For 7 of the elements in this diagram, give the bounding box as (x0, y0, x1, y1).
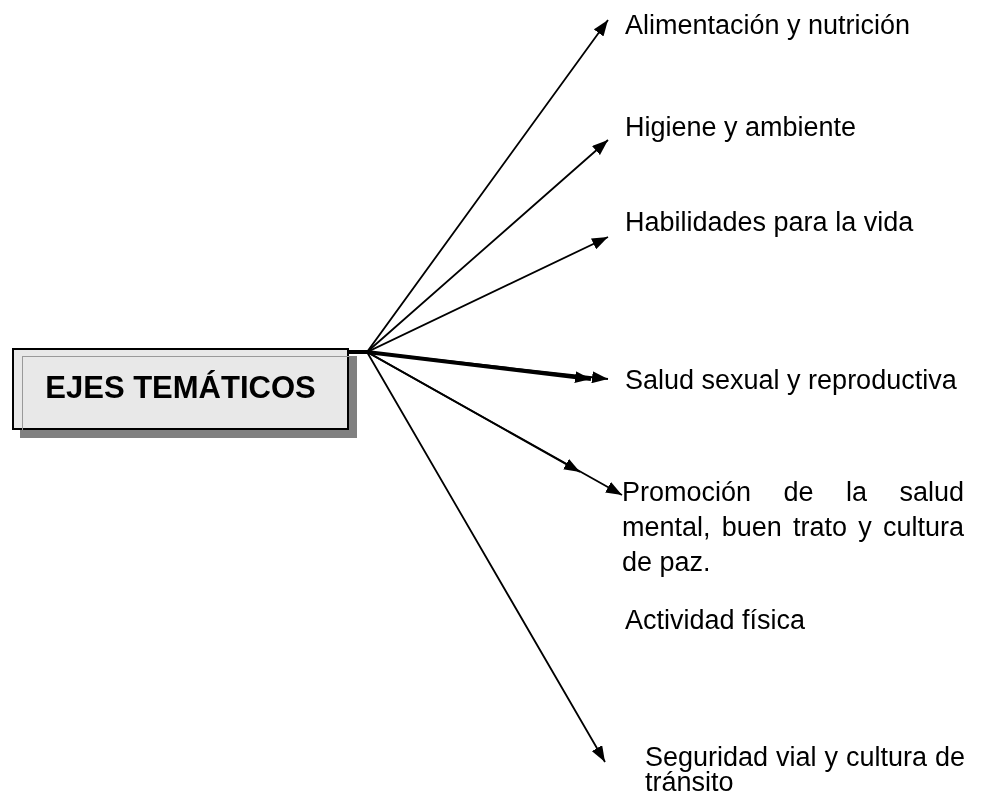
topic-text: Habilidades para la vida (608, 207, 988, 237)
topic-text: Actividad física (625, 605, 806, 635)
topic-text: Promoción de la salud mental, buen trato y cultura de paz. (622, 475, 964, 580)
topic-text: Seguridad vial y cultura de tránsito (605, 745, 965, 795)
topic-text: Higiene y ambiente (608, 112, 988, 142)
topic-text: Alimentación y nutrición (608, 10, 988, 40)
topic-text: Salud sexual y reproductiva (608, 365, 996, 395)
